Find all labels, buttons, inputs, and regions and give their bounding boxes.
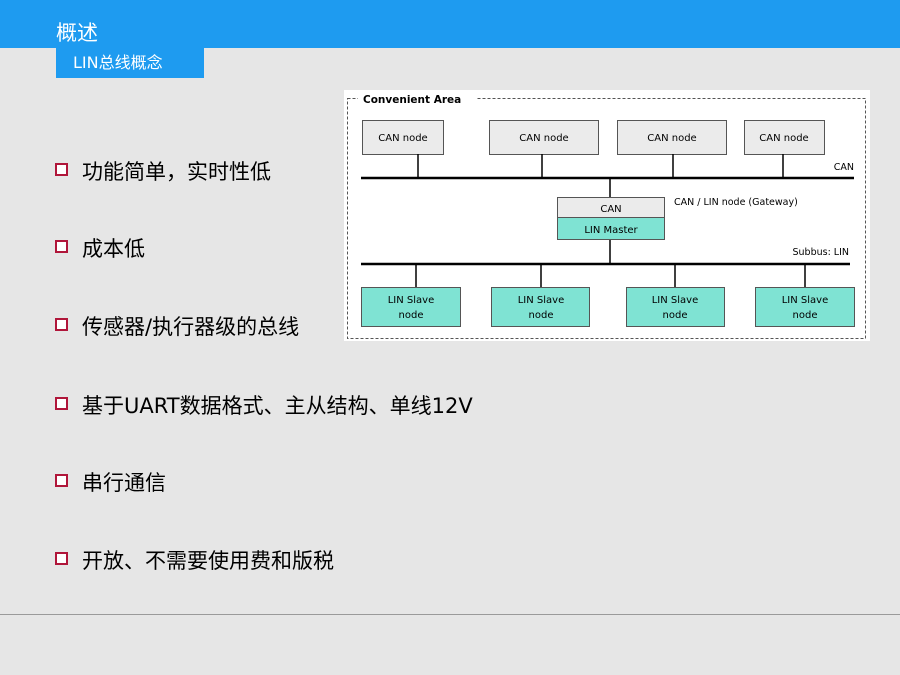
section-subtitle: LIN总线概念 — [56, 48, 204, 78]
gateway-can-label: CAN — [600, 204, 621, 215]
lin-slave-label: node — [663, 310, 688, 321]
bullet-item: 传感器/执行器级的总线 — [55, 314, 299, 340]
bullet-item: 开放、不需要使用费和版税 — [55, 548, 334, 574]
can-node: CAN node — [744, 120, 825, 155]
can-node: CAN node — [489, 120, 599, 155]
bullet-item: 串行通信 — [55, 470, 166, 496]
bullet-text: 传感器/执行器级的总线 — [82, 315, 300, 339]
page-title: 概述 — [56, 21, 98, 45]
bullet-item: 基于UART数据格式、主从结构、单线12V — [55, 393, 473, 419]
bullet-text: 开放、不需要使用费和版税 — [82, 549, 334, 573]
bullet-text: 成本低 — [82, 237, 145, 261]
lin-slave-label: LIN Slave — [782, 295, 829, 306]
bullet-item: 功能简单，实时性低 — [55, 159, 271, 185]
header-bar — [0, 0, 900, 48]
area-label: Convenient Area — [363, 94, 461, 106]
bullet-square-icon — [55, 163, 68, 176]
lin-network-diagram: Convenient Area CAN node CAN node CAN no… — [344, 90, 870, 341]
gateway-master-label: LIN Master — [584, 225, 638, 236]
bullet-item: 成本低 — [55, 236, 145, 262]
lin-bus-label: Subbus: LIN — [792, 247, 849, 258]
gateway-node: CAN LIN Master — [557, 197, 665, 240]
bullet-text: 基于UART数据格式、主从结构、单线12V — [82, 394, 473, 418]
bullet-square-icon — [55, 318, 68, 331]
lin-slave-label: LIN Slave — [388, 295, 435, 306]
lin-slave-label: node — [793, 310, 818, 321]
can-node-label: CAN node — [759, 133, 808, 144]
can-node-label: CAN node — [647, 133, 696, 144]
bullet-square-icon — [55, 474, 68, 487]
lin-slave-label: node — [399, 310, 424, 321]
gateway-label: CAN / LIN node (Gateway) — [674, 197, 798, 208]
can-node-label: CAN node — [519, 133, 568, 144]
can-node-label: CAN node — [378, 133, 427, 144]
lin-slave-node: LIN Slave node — [361, 287, 461, 327]
can-node: CAN node — [617, 120, 727, 155]
can-node: CAN node — [362, 120, 444, 155]
bullet-square-icon — [55, 240, 68, 253]
lin-slave-node: LIN Slave node — [491, 287, 590, 327]
lin-slave-node: LIN Slave node — [755, 287, 855, 327]
bullet-text: 串行通信 — [82, 471, 166, 495]
bullet-text: 功能简单，实时性低 — [82, 160, 271, 184]
diagram-svg: Convenient Area CAN node CAN node CAN no… — [347, 91, 866, 339]
lin-slave-label: LIN Slave — [518, 295, 565, 306]
lin-slave-label: node — [529, 310, 554, 321]
convenient-area-border — [347, 98, 866, 339]
bullet-square-icon — [55, 552, 68, 565]
lin-slave-label: LIN Slave — [652, 295, 699, 306]
area-label-bg — [358, 91, 476, 107]
bullet-square-icon — [55, 397, 68, 410]
can-bus-label: CAN — [834, 162, 854, 173]
lin-slave-node: LIN Slave node — [626, 287, 725, 327]
footer-divider — [0, 614, 900, 615]
